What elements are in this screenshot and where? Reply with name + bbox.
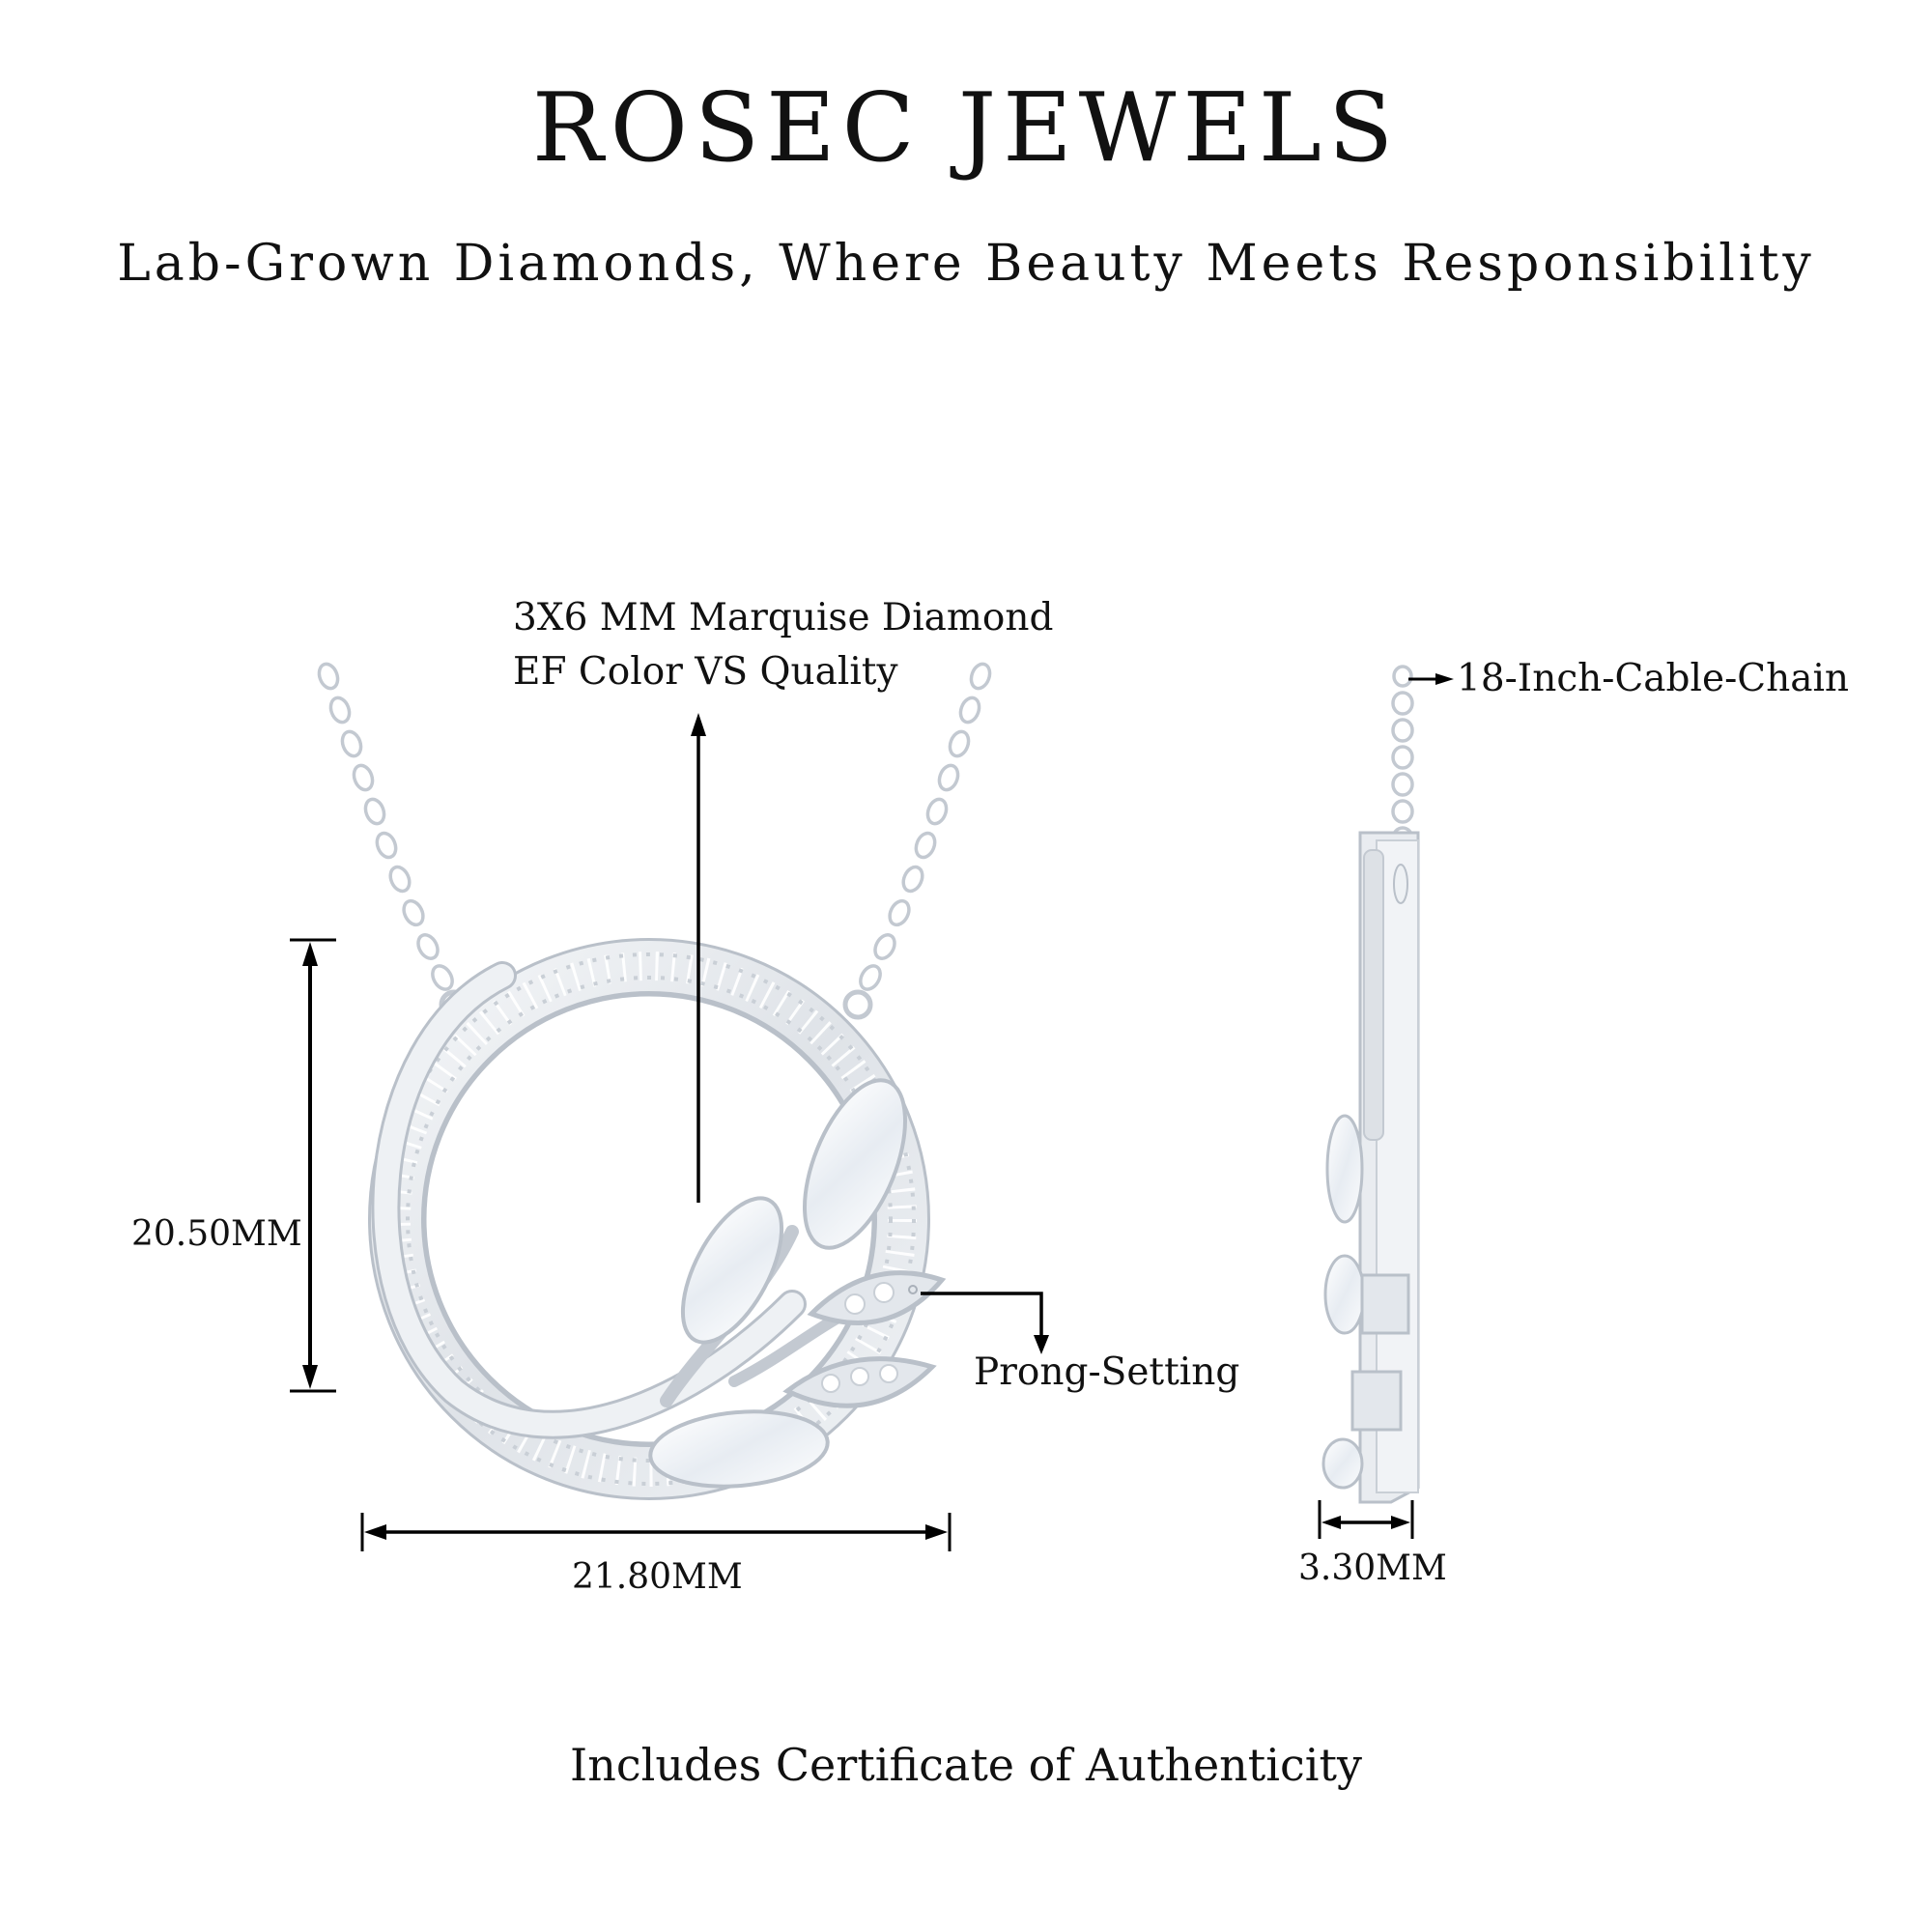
brand-tagline: Lab-Grown Diamonds, Where Beauty Meets R… xyxy=(117,235,1815,293)
chain-pointer-arrow xyxy=(1408,673,1454,685)
height-dimension-line xyxy=(290,938,336,1393)
height-dimension-label: 20.50MM xyxy=(131,1214,302,1254)
pendant-front xyxy=(368,938,947,1500)
marquise-pointer-arrow xyxy=(691,713,706,1203)
chain-label: 18-Inch-Cable-Chain xyxy=(1457,657,1850,700)
certificate-note: Includes Certificate of Authenticity xyxy=(570,1739,1362,1791)
prong-setting-label: Prong-Setting xyxy=(974,1350,1240,1394)
width-dimension-line xyxy=(360,1513,952,1551)
marquise-spec-line2: EF Color VS Quality xyxy=(513,650,898,694)
pendant-side xyxy=(1321,831,1420,1504)
chain-left xyxy=(317,662,469,1020)
width-dimension-label: 21.80MM xyxy=(572,1557,743,1597)
brand-title: ROSEC JEWELS xyxy=(531,73,1401,184)
depth-dimension-label: 3.30MM xyxy=(1298,1548,1447,1588)
prong-pointer-arrow xyxy=(921,1292,1049,1354)
marquise-spec-line1: 3X6 MM Marquise Diamond xyxy=(513,596,1054,639)
depth-dimension-line xyxy=(1318,1500,1414,1539)
chain-right xyxy=(842,662,992,1020)
